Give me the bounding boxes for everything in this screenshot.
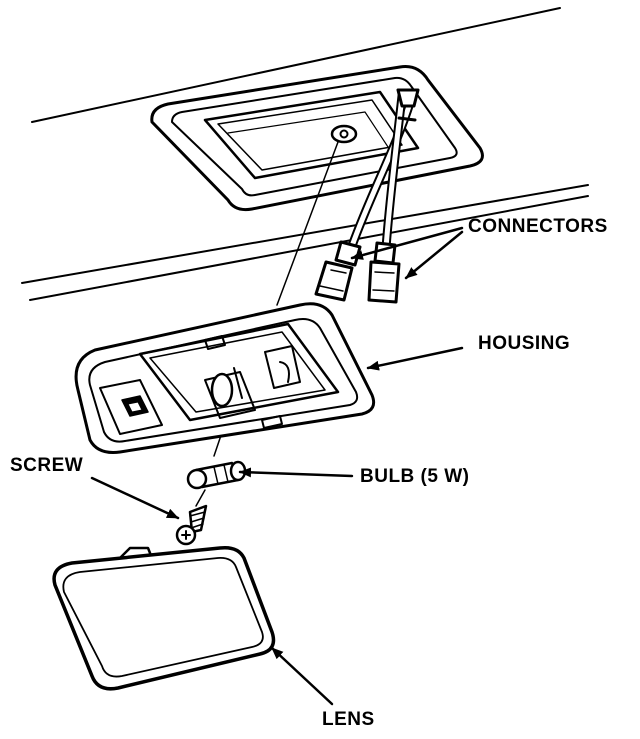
lens-label: LENS bbox=[322, 709, 375, 730]
festoon-bulb bbox=[186, 460, 247, 490]
bulb-label: BULB (5 W) bbox=[360, 466, 470, 487]
housing-label: HOUSING bbox=[478, 333, 571, 354]
screw bbox=[175, 504, 208, 546]
lens bbox=[52, 545, 276, 691]
headliner-panel bbox=[21, 7, 589, 301]
ceiling-mount-recess bbox=[150, 65, 484, 212]
screw-label: SCREW bbox=[10, 455, 84, 476]
connector-plug-left bbox=[314, 240, 362, 302]
leader-lines bbox=[90, 226, 464, 706]
wire-harness bbox=[347, 88, 420, 253]
connectors-label: CONNECTORS bbox=[468, 216, 608, 237]
housing bbox=[74, 302, 376, 454]
